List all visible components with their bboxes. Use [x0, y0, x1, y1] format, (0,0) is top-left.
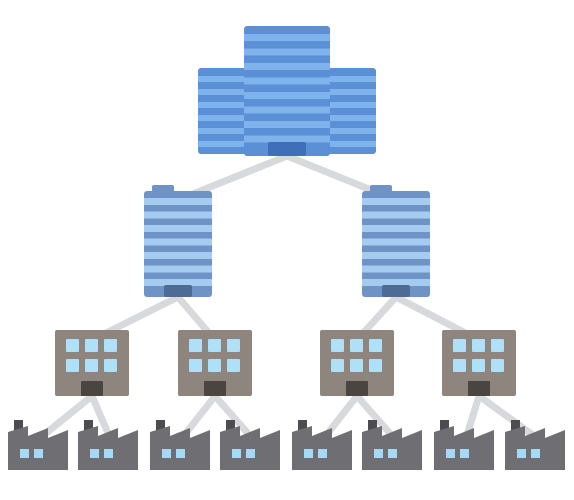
- factory-icon: [8, 420, 68, 470]
- connector-office-factory-1: [36, 392, 96, 442]
- factory-icon: [150, 420, 210, 470]
- headquarters-building-icon: [198, 26, 376, 156]
- factory-icon: [505, 420, 565, 470]
- factory-icon: [78, 420, 138, 470]
- connector-lines: [36, 152, 541, 442]
- office-building-icon: [442, 330, 516, 396]
- connector-office-factory-8: [475, 392, 541, 442]
- office-building-icon: [320, 330, 394, 396]
- connector-office-factory-6: [353, 392, 398, 442]
- diagram-nodes: [8, 26, 565, 470]
- office-building-icon: [55, 330, 129, 396]
- connector-office-factory-4: [211, 392, 256, 442]
- factory-icon: [292, 420, 352, 470]
- connector-office-factory-2: [88, 392, 114, 442]
- branch-office-tower-icon: [144, 185, 212, 297]
- factory-icon: [220, 420, 280, 470]
- factory-icon: [434, 420, 494, 470]
- office-building-icon: [178, 330, 252, 396]
- branch-office-tower-icon: [362, 185, 430, 297]
- factory-icon: [362, 420, 422, 470]
